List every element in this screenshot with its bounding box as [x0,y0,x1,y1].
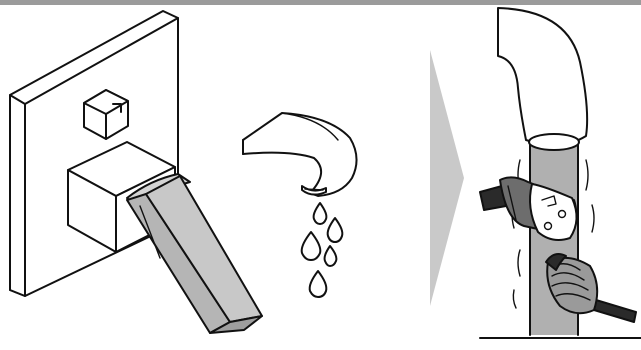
water-drops-icon [302,203,343,297]
lever-handle-icon [127,174,262,333]
mixer-plate-icon [10,11,178,296]
spout-icon [243,113,357,196]
process-arrow-icon [430,50,464,306]
